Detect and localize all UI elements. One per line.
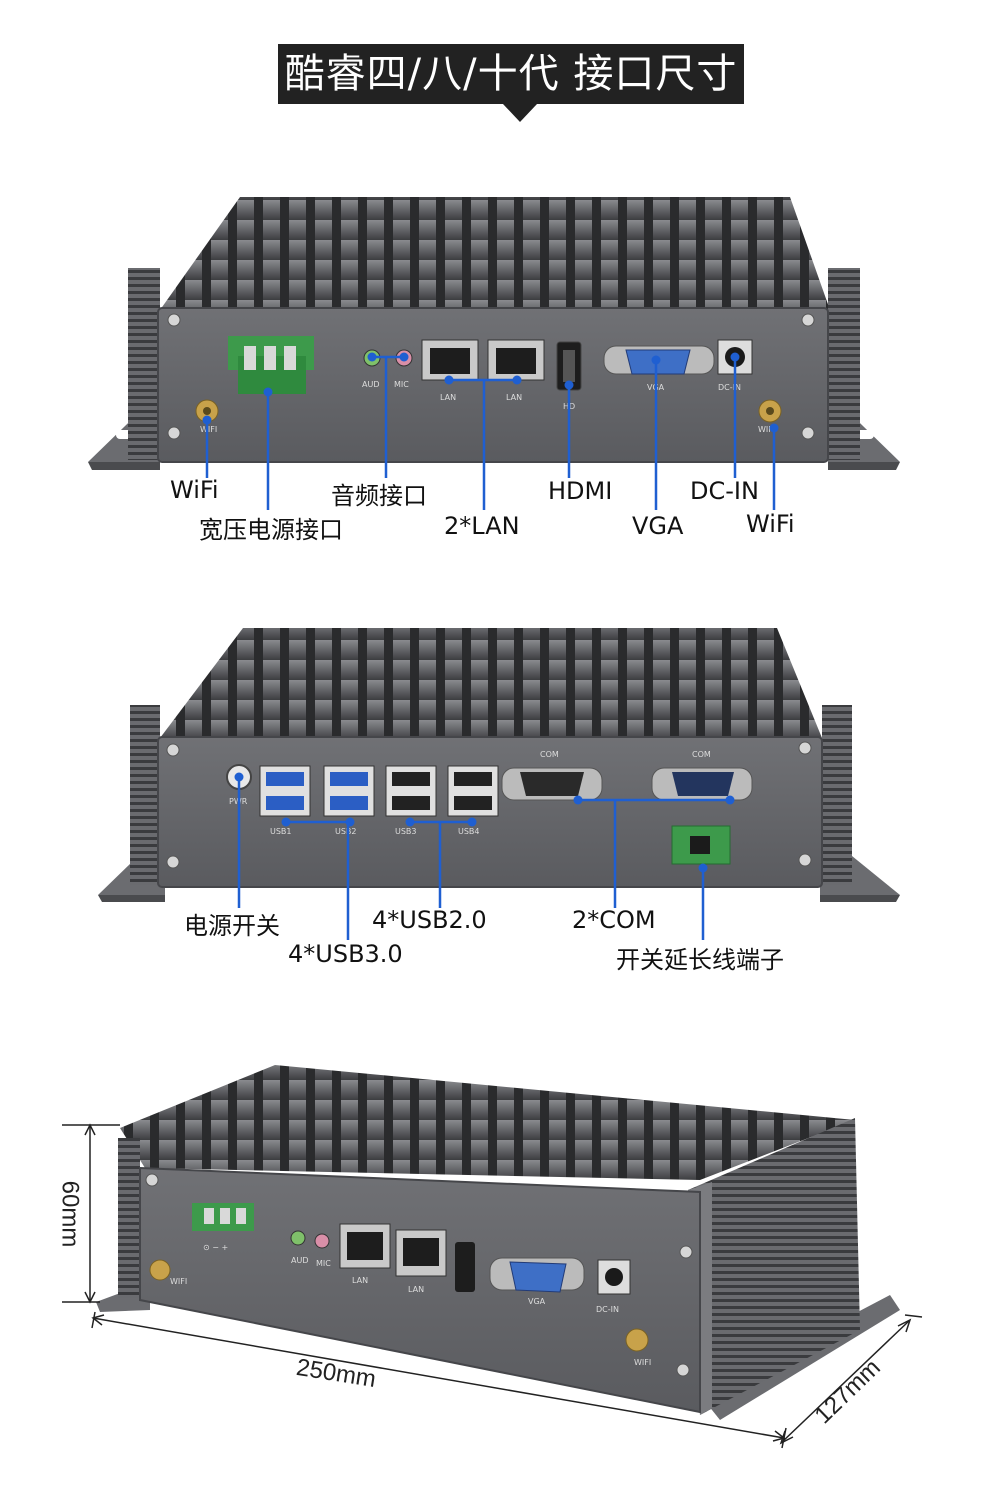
callout-usb3: 4*USB3.0 bbox=[288, 940, 403, 968]
wifi2-port-label-3: WIFI bbox=[634, 1358, 651, 1367]
wifi1-port-label: WIFI bbox=[200, 425, 217, 434]
wifi2-port-label: WIFI bbox=[758, 425, 775, 434]
lan2-port-label-3: LAN bbox=[408, 1285, 424, 1294]
aud-port-label: AUD bbox=[362, 380, 380, 389]
usb2-port-label: USB2 bbox=[335, 827, 357, 836]
com2-port-label: COM bbox=[692, 750, 711, 759]
callout-com: 2*COM bbox=[572, 906, 656, 934]
com1-port-label: COM bbox=[540, 750, 559, 759]
callout-switch-terminal: 开关延长线端子 bbox=[616, 946, 784, 974]
page-title: 酷睿四/八/十代 接口尺寸 bbox=[278, 44, 744, 104]
vga-port-label-3: VGA bbox=[528, 1297, 546, 1306]
usb1-port-label: USB1 bbox=[270, 827, 292, 836]
dcin-port-label: DC-IN bbox=[718, 383, 741, 392]
panel2-leader-lines bbox=[234, 772, 735, 940]
usb3-port-label: USB3 bbox=[395, 827, 417, 836]
panel1-leader-lines bbox=[202, 352, 779, 510]
aud-port-label-3: AUD bbox=[291, 1256, 309, 1265]
title-pointer bbox=[503, 104, 537, 122]
usb4-port-label: USB4 bbox=[458, 827, 480, 836]
lan1-port-label-3: LAN bbox=[352, 1276, 368, 1285]
dimension-lines bbox=[62, 1123, 923, 1449]
pwr-symbols-label: ⊙ − + bbox=[203, 1243, 228, 1252]
callout-usb2: 4*USB2.0 bbox=[372, 906, 487, 934]
perspective-device bbox=[96, 1065, 900, 1420]
wifi1-port-label-3: WIFI bbox=[170, 1277, 187, 1286]
callout-power-terminal: 宽压电源接口 bbox=[199, 516, 343, 544]
callout-vga: VGA bbox=[632, 512, 684, 540]
callout-wifi-right: WiFi bbox=[746, 510, 795, 538]
dcin-port-label-3: DC-IN bbox=[596, 1305, 619, 1314]
lan1-port-label: LAN bbox=[440, 393, 456, 402]
mic-port-label: MIC bbox=[394, 380, 409, 389]
callout-dcin: DC-IN bbox=[690, 477, 759, 505]
callout-power-switch: 电源开关 bbox=[184, 912, 280, 940]
front-panel-device bbox=[88, 197, 900, 470]
rear-panel-device bbox=[98, 628, 900, 902]
dimension-height: 60mm bbox=[56, 1180, 84, 1248]
callout-audio: 音频接口 bbox=[331, 482, 427, 510]
lan2-port-label: LAN bbox=[506, 393, 522, 402]
callout-lan: 2*LAN bbox=[444, 512, 520, 540]
callout-hdmi: HDMI bbox=[548, 477, 613, 505]
callout-wifi-left: WiFi bbox=[170, 476, 219, 504]
power-terminal-block bbox=[228, 336, 314, 394]
mic-port-label-3: MIC bbox=[316, 1259, 331, 1268]
